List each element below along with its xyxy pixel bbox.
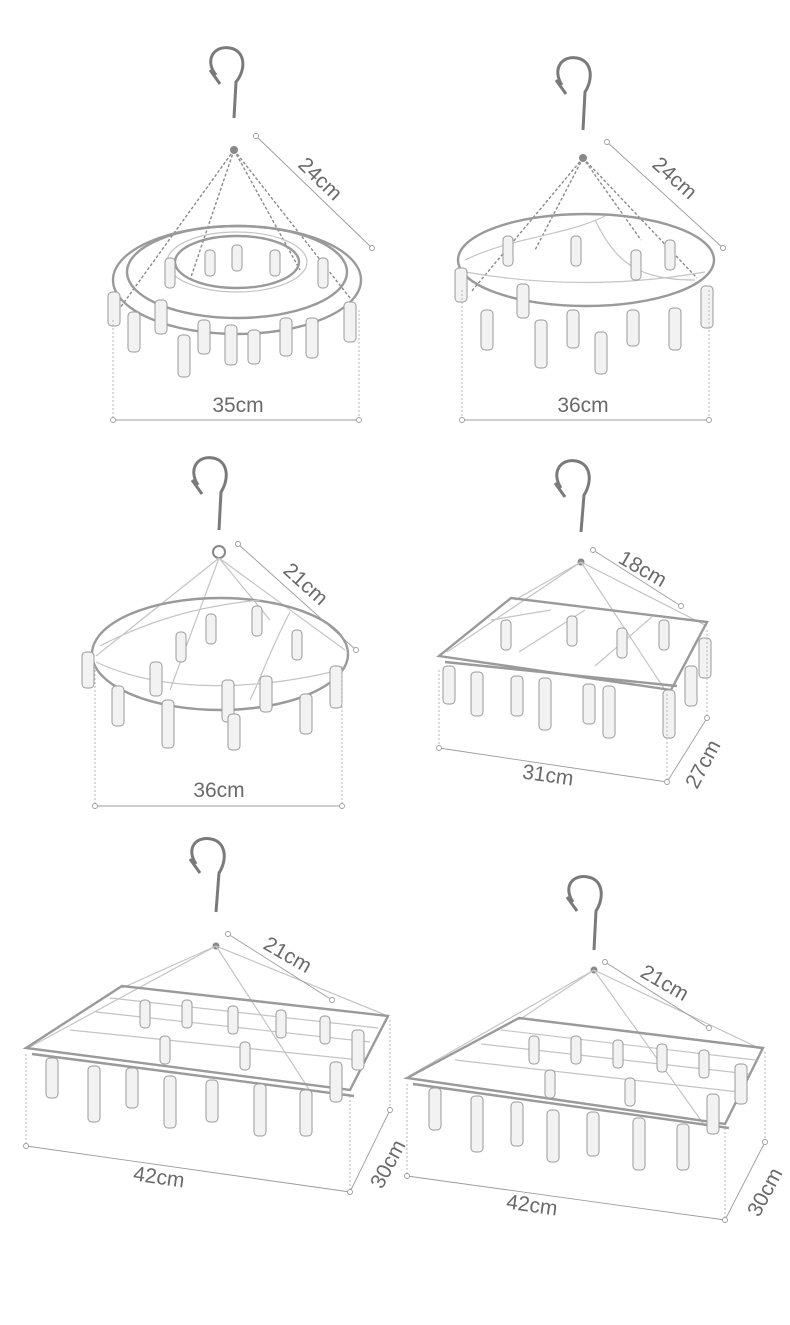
hanger-illustration: 24cm 36cm: [454, 56, 726, 423]
clothes-pegs: [454, 235, 714, 375]
hanger-panel-round-curved-spokes-small: 21cm 36cm: [0, 440, 395, 840]
chain-length-label: 21cm: [637, 960, 693, 1006]
width-label: 35cm: [212, 394, 263, 417]
clothes-pegs: [81, 605, 343, 751]
clothes-pegs: [45, 999, 365, 1137]
hanger-illustration: 24cm 35cm: [107, 46, 375, 423]
width-label: 36cm: [557, 394, 608, 417]
hanger-illustration: 21cm 36cm: [81, 456, 359, 809]
hook-icon: [208, 46, 245, 119]
width-label: 31cm: [521, 761, 575, 791]
hanger-illustration: 21cm 42cm 30cm: [403, 875, 788, 1223]
swivel-ring: [212, 545, 226, 559]
chain-length-label: 18cm: [615, 546, 671, 592]
hook-icon: [554, 56, 592, 131]
chain-length-label: 21cm: [260, 932, 316, 978]
hanger-panel-round-double-ring: 24cm 35cm: [0, 40, 395, 440]
hook-icon: [565, 875, 603, 951]
depth-label: 27cm: [681, 736, 725, 792]
hanger-panel-rect-large-a: 21cm 42cm 30cm: [0, 837, 411, 1240]
clothes-pegs: [442, 615, 712, 739]
chain-length-label: 21cm: [279, 559, 333, 610]
width-label: 36cm: [193, 779, 244, 802]
hanger-illustration: 21cm 42cm 30cm: [22, 837, 411, 1195]
hanger-panel-round-curved-spokes: 24cm 36cm: [395, 40, 790, 440]
hook-icon: [188, 837, 226, 913]
width-label: 42cm: [132, 1163, 186, 1193]
hook-icon: [553, 459, 591, 533]
hanger-illustration: 18cm 31cm 27cm: [436, 459, 726, 792]
hook-icon: [190, 456, 228, 531]
hanger-panel-rect-large-b: 21cm 42cm 30cm: [395, 875, 790, 1280]
hanger-panel-rect-small: 18cm 31cm 27cm: [395, 440, 790, 840]
width-label: 42cm: [505, 1191, 559, 1221]
chain-length-label: 24cm: [648, 153, 702, 204]
clothes-pegs: [428, 1035, 748, 1171]
clothes-pegs: [107, 244, 357, 378]
